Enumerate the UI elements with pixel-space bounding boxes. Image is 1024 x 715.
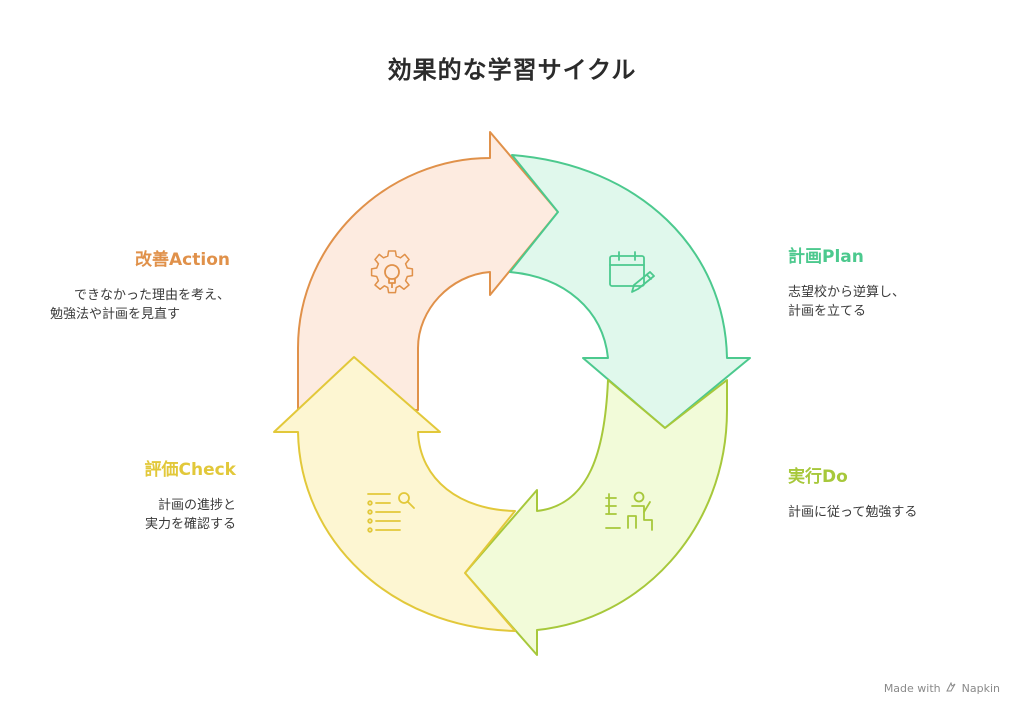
plan-description: 志望校から逆算し、 計画を立てる xyxy=(788,283,988,321)
napkin-logo-icon xyxy=(946,681,956,695)
action-segment xyxy=(297,131,559,411)
plan-label: 計画Plan 志望校から逆算し、 計画を立てる xyxy=(788,242,988,321)
footer-brand: Napkin xyxy=(961,682,1000,695)
action-label: 改善Action できなかった理由を考え、 勉強法や計画を見直す xyxy=(30,245,230,324)
person-at-desk-icon xyxy=(605,491,653,531)
action-description: できなかった理由を考え、 勉強法や計画を見直す xyxy=(30,286,230,324)
napkin-attribution[interactable]: Made with Napkin xyxy=(883,681,1000,695)
check-desc-line-2: 実力を確認する xyxy=(144,517,236,532)
do-desc-line-1: 計画に従って勉強する xyxy=(788,505,918,520)
plan-desc-line-1: 志望校から逆算し、 xyxy=(788,285,906,300)
action-heading: 改善Action xyxy=(135,250,230,270)
check-description: 計画の進捗と 実力を確認する xyxy=(36,496,236,534)
plan-segment xyxy=(509,154,751,429)
plan-heading: 計画Plan xyxy=(788,247,864,267)
footer-prefix: Made with xyxy=(883,682,941,695)
calendar-edit-icon xyxy=(609,251,655,293)
do-heading: 実行Do xyxy=(788,467,848,487)
check-segment xyxy=(273,356,516,632)
action-desc-line-1: できなかった理由を考え、 xyxy=(73,288,230,303)
gear-bulb-icon xyxy=(370,250,414,294)
diagram-title: 効果的な学習サイクル xyxy=(387,56,637,84)
do-description: 計画に従って勉強する xyxy=(788,503,988,522)
action-desc-line-2: 勉強法や計画を見直す xyxy=(50,307,181,322)
plan-desc-line-2: 計画を立てる xyxy=(788,304,867,319)
check-label: 評価Check 計画の進捗と 実力を確認する xyxy=(36,455,237,534)
do-label: 実行Do 計画に従って勉強する xyxy=(788,462,988,522)
do-segment xyxy=(464,379,728,656)
check-heading: 評価Check xyxy=(144,460,237,480)
list-search-icon xyxy=(367,492,415,533)
check-desc-line-1: 計画の進捗と xyxy=(157,498,236,513)
